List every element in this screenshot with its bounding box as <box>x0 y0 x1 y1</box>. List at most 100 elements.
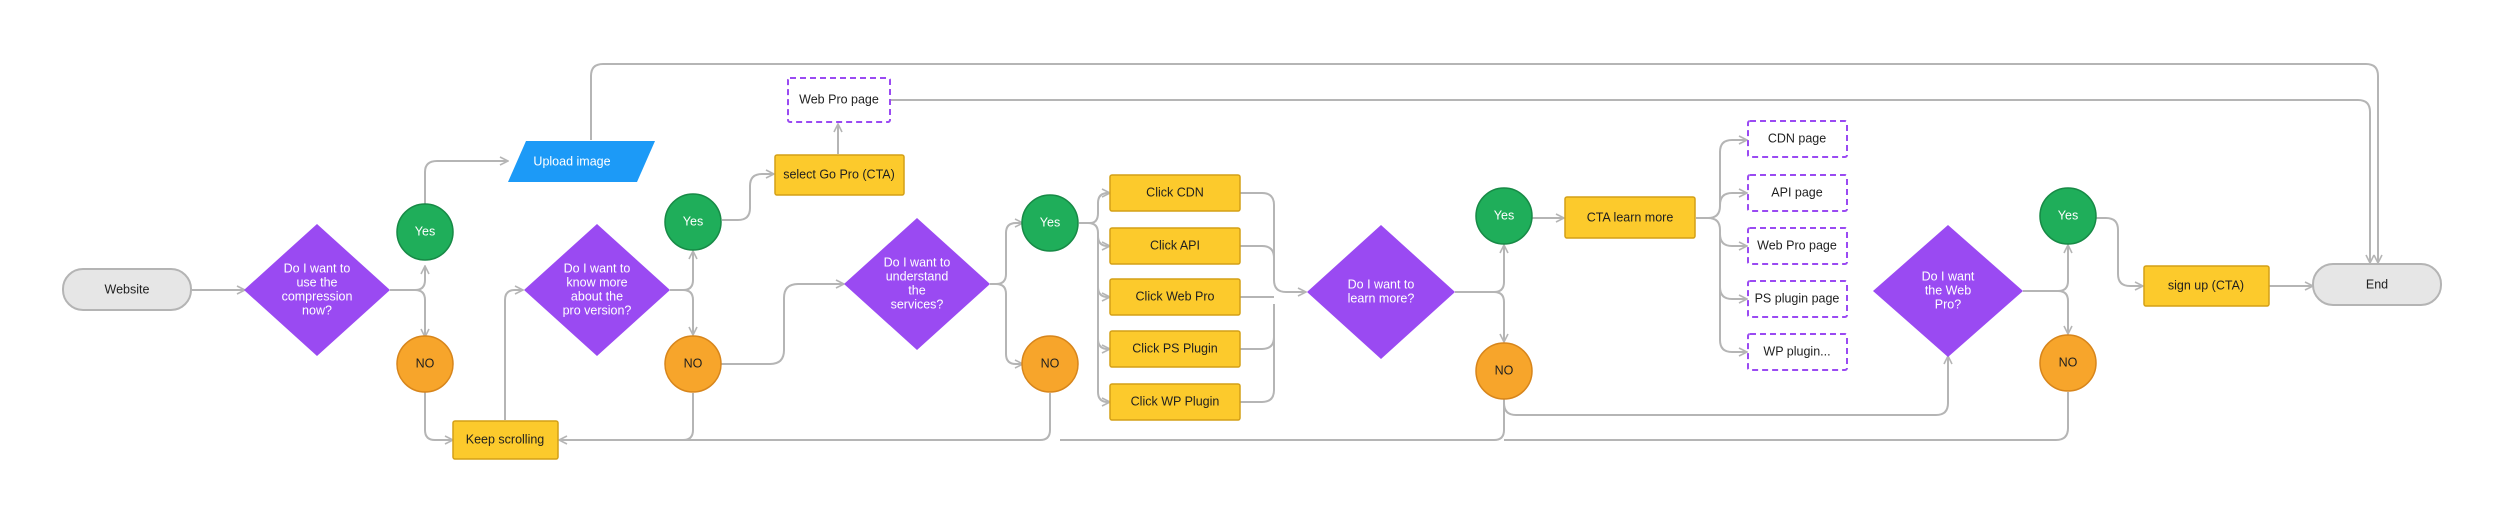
edge-services-to-yes <box>990 223 1022 285</box>
yes-label-5: Yes <box>2058 208 2078 222</box>
edge-yes-to-click-cdn <box>1079 193 1109 224</box>
no-circle-5[interactable]: NO <box>2039 334 2097 392</box>
click-api-box[interactable]: Click API <box>1109 227 1241 265</box>
click-cdn-box[interactable]: Click CDN <box>1109 174 1241 212</box>
yes-label-3: Yes <box>1040 215 1060 229</box>
no-circle-2[interactable]: NO <box>664 335 722 393</box>
website-terminal[interactable]: Website <box>62 268 192 311</box>
yes-circle-3[interactable]: Yes <box>1021 194 1079 252</box>
label-line: know more <box>566 275 627 289</box>
edge-no5-return <box>1504 392 2069 441</box>
web-pro-page-top-label: Web Pro page <box>799 92 879 106</box>
label-line: Do I want to <box>1348 277 1415 291</box>
website-label: Website <box>105 282 150 296</box>
edge-compress-to-yes <box>390 267 425 291</box>
edge-click-wp-to-learn <box>1240 337 1275 403</box>
click-cdn-label: Click CDN <box>1146 185 1204 199</box>
label-line: Do I want <box>1922 269 1975 283</box>
edge-cta-to-webpro-page <box>1707 217 1746 246</box>
label-line: about the <box>571 289 623 303</box>
sign-up-cta-label: sign up (CTA) <box>2168 278 2244 292</box>
label-line: pro version? <box>563 303 632 317</box>
yes-circle-5[interactable]: Yes <box>2039 187 2097 245</box>
no-label-2: NO <box>684 356 703 370</box>
label-line: understand <box>886 269 949 283</box>
label-line: the <box>908 283 925 297</box>
edge-yes-to-signup <box>2096 217 2142 286</box>
api-page[interactable]: API page <box>1747 174 1848 212</box>
go-pro-cta-box[interactable]: select Go Pro (CTA) <box>774 154 905 196</box>
web-pro-page-top[interactable]: Web Pro page <box>787 77 891 123</box>
edge-click-api-to-learn <box>1240 245 1275 280</box>
web-pro-page-label: Web Pro page <box>1757 238 1837 252</box>
cdn-page[interactable]: CDN page <box>1747 120 1848 158</box>
yes-label-1: Yes <box>415 224 435 238</box>
no-circle-1[interactable]: NO <box>396 335 454 393</box>
ps-plugin-page[interactable]: PS plugin page <box>1747 280 1848 318</box>
label-line: services? <box>891 297 944 311</box>
no-circle-3[interactable]: NO <box>1021 335 1079 393</box>
label-line: Do I want to <box>884 255 951 269</box>
keep-scrolling-box[interactable]: Keep scrolling <box>452 420 559 460</box>
label-line: compression <box>282 289 353 303</box>
edge-webpro-to-no <box>2023 290 2068 333</box>
cta-learn-more-label: CTA learn more <box>1587 210 1674 224</box>
keep-scrolling-label: Keep scrolling <box>466 432 545 446</box>
label-line: Do I want to <box>284 261 351 275</box>
edge-no-to-keep-scrolling <box>424 391 452 440</box>
upload-image-label: Upload image <box>533 154 610 168</box>
edge-pro-to-yes <box>670 252 693 291</box>
ps-plugin-page-label: PS plugin page <box>1755 291 1840 305</box>
edge-click-ps-to-learn <box>1240 304 1275 350</box>
edge-cta-to-wp-page <box>1719 287 1746 352</box>
yes-label-4: Yes <box>1494 208 1514 222</box>
edge-yes-to-upload <box>424 161 507 204</box>
sign-up-cta-box[interactable]: sign up (CTA) <box>2143 265 2270 307</box>
yes-circle-1[interactable]: Yes <box>396 203 454 261</box>
edge-yes-to-click-api <box>1079 222 1109 246</box>
api-page-label: API page <box>1771 185 1822 199</box>
edge-cta-to-cdn-page <box>1696 140 1746 219</box>
click-ps-plugin-label: Click PS Plugin <box>1132 341 1217 355</box>
yes-circle-4[interactable]: Yes <box>1475 187 1533 245</box>
wp-plugin-page[interactable]: WP plugin... <box>1747 333 1848 371</box>
no-label-5: NO <box>2059 355 2078 369</box>
yes-label-2: Yes <box>683 214 703 228</box>
edge-web-pro-page-to-end <box>891 99 2370 262</box>
click-api-label: Click API <box>1150 238 1200 252</box>
yes-circle-2[interactable]: Yes <box>664 193 722 251</box>
go-pro-cta-label: select Go Pro (CTA) <box>783 167 895 181</box>
click-web-pro-box[interactable]: Click Web Pro <box>1109 278 1241 316</box>
cta-learn-more-box[interactable]: CTA learn more <box>1564 196 1696 239</box>
upload-image-io[interactable]: Upload image <box>508 141 655 182</box>
label-line: use the <box>296 275 337 289</box>
web-pro-page[interactable]: Web Pro page <box>1747 227 1848 265</box>
edge-pro-to-no <box>670 289 693 334</box>
label-line: Do I want to <box>564 261 631 275</box>
edge-no4-return <box>1060 403 1505 441</box>
connectors <box>192 63 2378 441</box>
no-label-4: NO <box>1495 363 1514 377</box>
end-terminal[interactable]: End <box>2312 263 2442 306</box>
no-label-3: NO <box>1041 356 1060 370</box>
no-circle-4[interactable]: NO <box>1475 342 1533 400</box>
click-ps-plugin-box[interactable]: Click PS Plugin <box>1109 330 1241 368</box>
label-line: Pro? <box>1935 297 1961 311</box>
edge-services-to-no <box>990 283 1022 364</box>
end-label: End <box>2366 277 2388 291</box>
click-web-pro-label: Click Web Pro <box>1136 289 1215 303</box>
click-wp-plugin-box[interactable]: Click WP Plugin <box>1109 383 1241 421</box>
edge-no-to-services-question <box>721 284 843 365</box>
edge-upload-to-end <box>590 63 2378 262</box>
